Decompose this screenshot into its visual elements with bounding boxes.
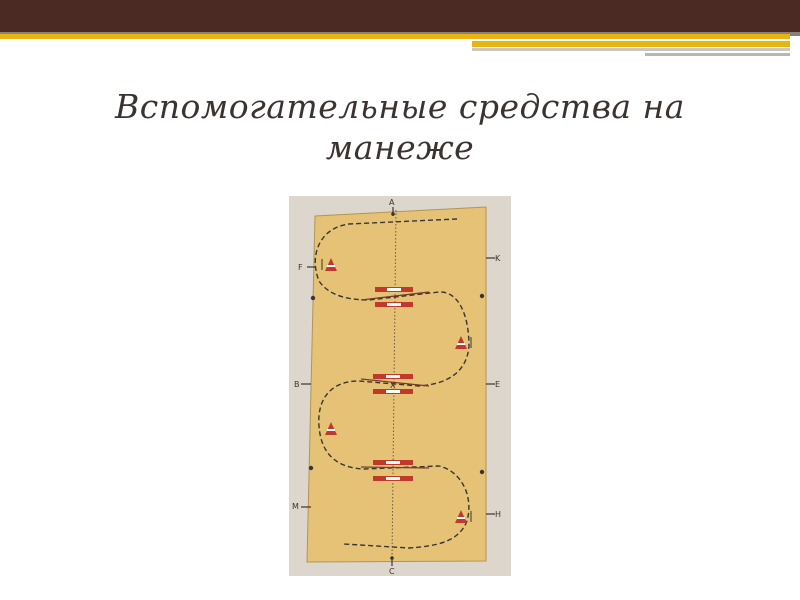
arena-diagram: A C F B M K E H X: [289, 196, 511, 576]
cone-left-lower: [325, 422, 337, 435]
arena-svg: A C F B M K E H X: [289, 196, 511, 576]
pole-group-upper: [360, 287, 430, 307]
pole-group-center: [360, 374, 430, 394]
marker-e: E: [495, 380, 500, 389]
cone-right-upper: [455, 336, 472, 349]
cone-right-lower: [455, 510, 472, 523]
decor-stripe-gold-short: [472, 41, 790, 47]
marker-a: A: [389, 198, 395, 207]
arena-area: [306, 206, 487, 563]
marker-b: B: [294, 380, 300, 389]
marker-f: F: [298, 263, 303, 272]
center-line: [391, 209, 397, 561]
decor-stripe-gray: [472, 48, 790, 51]
marker-x: X: [390, 381, 396, 390]
marker-c: C: [389, 567, 395, 576]
slide-title: Вспомогательные средства на манеже: [115, 87, 685, 167]
pole-group-lower: [360, 460, 430, 481]
marker-m: M: [292, 502, 299, 511]
arena-ticks: [301, 207, 495, 566]
cone-left-upper: [321, 258, 337, 271]
header-bar: [0, 0, 800, 32]
decor-stripe-gray-short: [645, 53, 790, 56]
decor-stripe-gold: [0, 34, 790, 39]
track-path: [314, 218, 470, 549]
marker-h: H: [495, 510, 501, 519]
marker-k: K: [495, 254, 501, 263]
